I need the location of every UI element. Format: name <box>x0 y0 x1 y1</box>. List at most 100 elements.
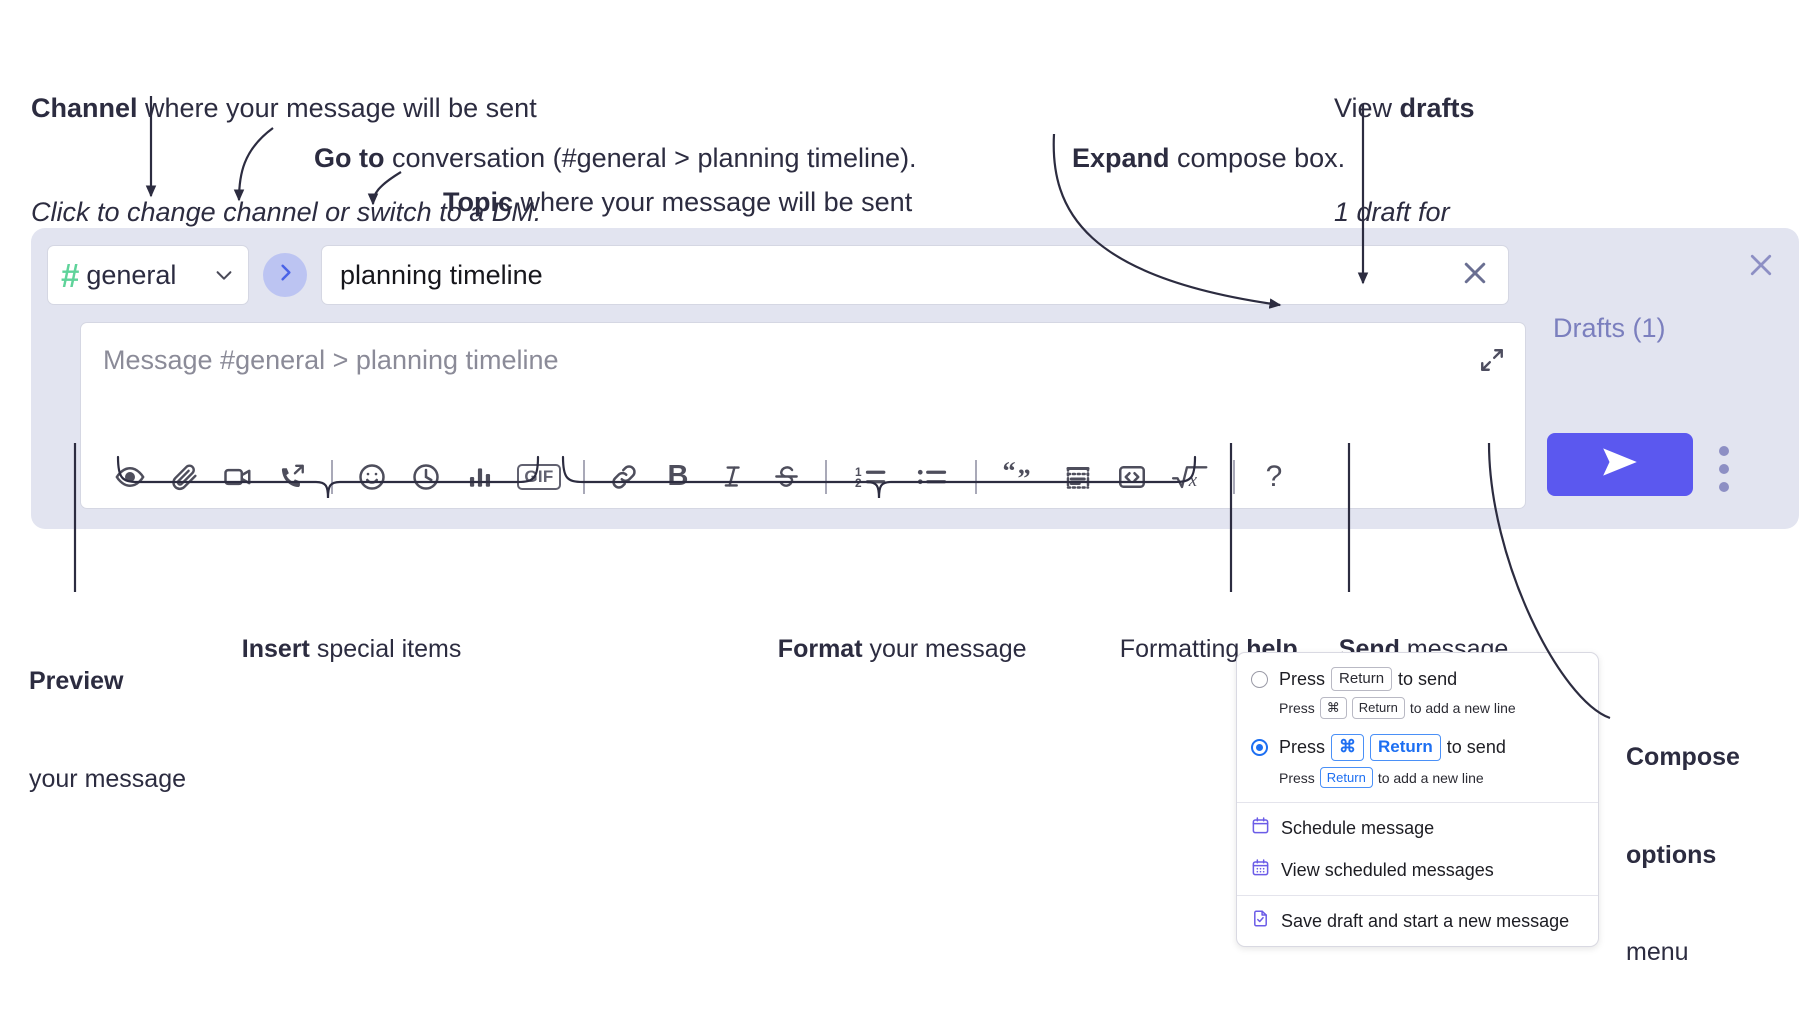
annotation-insert-rest: special items <box>309 634 462 663</box>
math-button[interactable]: x <box>1159 454 1221 500</box>
compose-box: # general planning timeline <box>31 228 1799 529</box>
menu-divider-1 <box>1237 802 1598 804</box>
annotation-format: Format your message <box>750 600 1027 698</box>
svg-text:“: “ <box>1003 462 1016 486</box>
divider-2 <box>583 459 585 494</box>
vertical-dots-icon-3 <box>1719 482 1729 492</box>
send-option-cmd-return-sub: Press Return to add a new line <box>1237 763 1598 793</box>
hash-icon: # <box>61 256 79 294</box>
annotation-channel-italic: Click to change channel or switch to a D… <box>31 196 542 227</box>
preview-button[interactable] <box>103 454 157 500</box>
compose-options-menu: Press Return to send Press ⌘ Return to a… <box>1236 652 1599 948</box>
close-icon[interactable] <box>1460 258 1490 293</box>
channel-selector[interactable]: # general <box>47 245 249 305</box>
divider-5 <box>1233 459 1235 494</box>
menu-divider-2 <box>1237 895 1598 897</box>
chevron-down-icon <box>213 264 235 286</box>
svg-text:x: x <box>1188 469 1198 490</box>
drafts-link[interactable]: Drafts (1) <box>1553 313 1666 343</box>
calendar-grid-icon <box>1251 858 1270 882</box>
bulleted-list-button[interactable] <box>901 454 963 500</box>
italic-button[interactable] <box>705 454 759 500</box>
emoji-button[interactable] <box>345 454 399 500</box>
compose-header-row: # general planning timeline <box>47 245 1509 305</box>
annotation-compose-options-rest: menu <box>1626 938 1689 966</box>
annotation-compose-options: Compose options menu <box>1626 676 1740 1034</box>
menu-section-draft: Save draft and start a new message <box>1237 896 1598 946</box>
radio-icon-unselected[interactable] <box>1251 670 1268 688</box>
chevron-right-icon <box>274 261 297 289</box>
formatting-help-button[interactable]: ? <box>1247 454 1301 500</box>
divider-3 <box>825 459 827 494</box>
send-key-options: Press Return to send Press ⌘ Return to a… <box>1237 653 1598 802</box>
svg-text:”: ” <box>1018 464 1031 492</box>
send-option-return[interactable]: Press Return to send <box>1237 665 1598 693</box>
bold-button[interactable]: B <box>651 454 705 500</box>
menu-item-label: Schedule message <box>1281 817 1435 838</box>
vertical-dots-icon-2 <box>1719 464 1729 474</box>
code-button[interactable] <box>1105 454 1159 500</box>
annotation-drafts-plain: View <box>1334 93 1400 124</box>
annotation-compose-options-bold1: Compose <box>1626 743 1740 771</box>
annotation-channel-rest: where your message will be sent <box>137 93 537 124</box>
calendar-icon <box>1251 816 1270 840</box>
topic-input[interactable]: planning timeline <box>321 245 1509 305</box>
annotation-goto-bold: Go to <box>314 142 385 173</box>
annotation-preview-bold: Preview <box>29 667 124 695</box>
video-button[interactable] <box>211 454 265 500</box>
radio-icon-selected[interactable] <box>1251 738 1268 756</box>
annotation-format-rest: your message <box>862 634 1027 663</box>
poll-button[interactable] <box>453 454 507 500</box>
annotation-expand-rest: compose box. <box>1169 142 1346 173</box>
annotation-topic: Topic where your message will be sent <box>413 150 912 254</box>
go-to-conversation-button[interactable] <box>263 253 307 297</box>
attach-button[interactable] <box>157 454 211 500</box>
formatting-toolbar: GIF B <box>81 445 1525 508</box>
option1-sub-key1: ⌘ <box>1319 697 1347 719</box>
gif-button[interactable]: GIF <box>507 454 571 500</box>
option1-sub-post: to add a new line <box>1409 700 1516 717</box>
send-option-cmd-return[interactable]: Press ⌘ Return to send <box>1237 732 1598 763</box>
compose-options-button[interactable] <box>1719 446 1729 500</box>
save-draft-icon <box>1251 909 1270 933</box>
link-button[interactable] <box>597 454 651 500</box>
option2-pre: Press <box>1279 736 1326 757</box>
send-button[interactable] <box>1547 433 1693 496</box>
annotation-insert-bold: Insert <box>241 634 310 663</box>
menu-item-label: Save draft and start a new message <box>1281 910 1570 931</box>
strikethrough-button[interactable] <box>759 454 813 500</box>
svg-text:2: 2 <box>855 476 862 490</box>
annotation-channel-bold: Channel <box>31 93 138 124</box>
divider-1 <box>331 459 333 494</box>
option2-sub-key: Return <box>1319 766 1373 789</box>
topic-value: planning timeline <box>340 259 543 290</box>
huddle-button[interactable] <box>265 454 319 500</box>
blockquote-button[interactable]: “ ” <box>989 454 1051 500</box>
annotation-goto: Go to conversation (#general > planning … <box>284 106 917 210</box>
message-input[interactable]: Message #general > planning timeline <box>80 322 1526 509</box>
annotation-compose-options-bold2: options <box>1626 840 1717 869</box>
option1-sub-pre: Press <box>1279 700 1315 717</box>
message-placeholder: Message #general > planning timeline <box>103 345 559 375</box>
reminder-button[interactable] <box>399 454 453 500</box>
option2-key2: Return <box>1370 733 1441 761</box>
compose-main: # general planning timeline <box>31 228 1541 529</box>
channel-name: general <box>86 259 177 290</box>
paper-plane-icon <box>1599 441 1641 488</box>
compose-right-pane: Drafts (1) <box>1541 228 1799 529</box>
question-mark-icon: ? <box>1265 459 1283 493</box>
code-block-button[interactable] <box>1051 454 1105 500</box>
close-icon[interactable] <box>1746 250 1774 278</box>
ordered-list-button[interactable]: 1 2 <box>839 454 901 500</box>
expand-icon[interactable] <box>1479 347 1505 373</box>
divider-4 <box>975 459 977 494</box>
annotation-goto-rest: conversation (#general > planning timeli… <box>384 142 917 173</box>
annotation-drafts-bold: drafts <box>1399 93 1475 124</box>
option1-sub-key2: Return <box>1351 697 1405 719</box>
annotation-expand: Expand compose box. <box>1042 106 1345 210</box>
menu-item-schedule-message[interactable]: Schedule message <box>1237 807 1598 849</box>
option1-key: Return <box>1331 667 1393 692</box>
option1-pre: Press <box>1279 668 1326 689</box>
menu-item-save-draft[interactable]: Save draft and start a new message <box>1237 900 1598 942</box>
menu-item-view-scheduled-messages[interactable]: View scheduled messages <box>1237 849 1598 891</box>
